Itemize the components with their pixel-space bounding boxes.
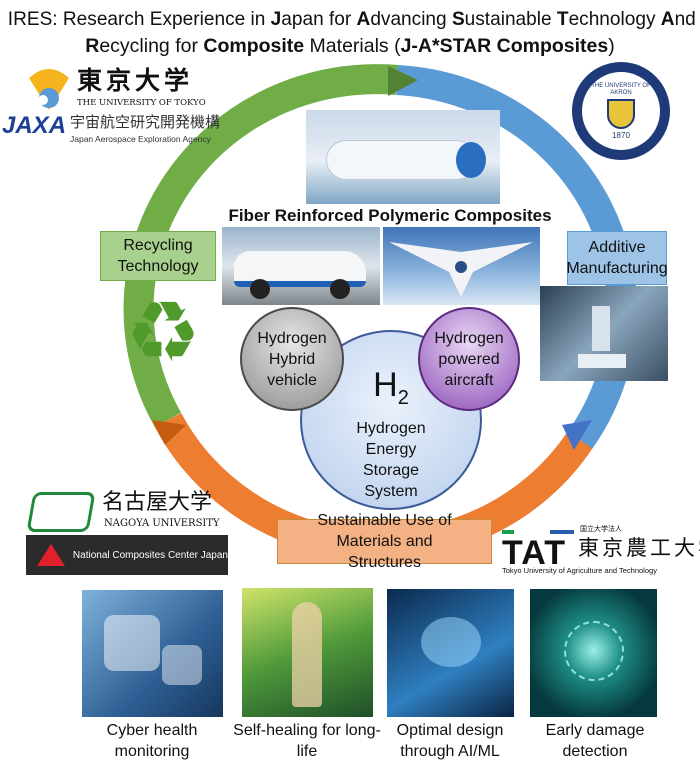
h2-symbol: H2: [373, 365, 409, 409]
orange-arrowhead-icon: [152, 420, 186, 445]
akron-seal: THE UNIVERSITY OF AKRON 1870: [572, 62, 670, 160]
additive-manufacturing-image: [540, 286, 668, 381]
title-segment: J-A*STAR Composites: [400, 35, 609, 57]
cyber-health-monitoring-image: [82, 590, 223, 717]
title-segment: S: [451, 8, 465, 30]
diagram-subtitle: Fiber Reinforced Polymeric Composites: [228, 206, 552, 225]
title-segment: nd: [674, 8, 696, 30]
recycling-technology-box: Recycling Technology: [100, 231, 216, 281]
title-segment: ): [608, 35, 615, 57]
title-segment: apan for: [281, 8, 357, 30]
title-segment: R: [85, 35, 100, 57]
recycle-icon: ♻: [125, 285, 201, 379]
optimal-design-ai-image: [387, 589, 514, 717]
tat-accent: [502, 530, 514, 534]
caption-self-healing: Self-healing for long-life: [233, 722, 381, 760]
page-title: IRES: Research Experience in Japan for A…: [0, 6, 700, 60]
sustainable-use-box: Sustainable Use of Materials and Structu…: [277, 512, 492, 571]
tat-accent: [550, 530, 574, 534]
title-segment: A: [660, 8, 675, 30]
title-segment: RES: Research Experience in: [13, 8, 271, 30]
hydrogen-powered-aircraft-circle: Hydrogen powered aircraft: [418, 307, 520, 411]
title-segment: I: [7, 8, 14, 30]
title-segment: J: [270, 8, 282, 30]
self-healing-image: [242, 588, 373, 717]
title-segment: echnology: [568, 8, 661, 30]
nccj-mark-icon: [37, 544, 65, 566]
hydrogen-station-image: [306, 110, 500, 204]
hydrogen-car-image: [222, 227, 380, 305]
title-segment: Materials (: [304, 35, 401, 57]
caption-early-damage: Early damage detection: [545, 722, 645, 760]
early-damage-detection-image: [530, 589, 657, 717]
title-segment: Composite: [203, 35, 305, 57]
additive-manufacturing-box: Additive Manufacturing: [566, 231, 668, 285]
green-arc: [123, 64, 399, 428]
ginkgo-icon: [29, 69, 69, 110]
caption-optimal-design: Optimal design through AI/ML: [396, 722, 504, 760]
title-segment: ustainable: [464, 8, 557, 30]
title-segment: ecycling for: [99, 35, 204, 57]
green-arrowhead-icon: [388, 66, 418, 96]
caption-cyber-health: Cyber health monitoring: [106, 722, 198, 760]
title-segment: dvancing: [370, 8, 452, 30]
nccj-logo: National Composites Center Japan: [26, 535, 228, 575]
title-segment: T: [556, 8, 569, 30]
shield-icon: [607, 98, 635, 129]
blue-arrowhead-icon: [562, 420, 592, 450]
title-segment: A: [356, 8, 371, 30]
hydrogen-hybrid-vehicle-circle: Hydrogen Hybrid vehicle: [240, 307, 344, 411]
hydrogen-aircraft-image: [383, 227, 540, 305]
nagoya-mark-icon: [26, 492, 96, 532]
